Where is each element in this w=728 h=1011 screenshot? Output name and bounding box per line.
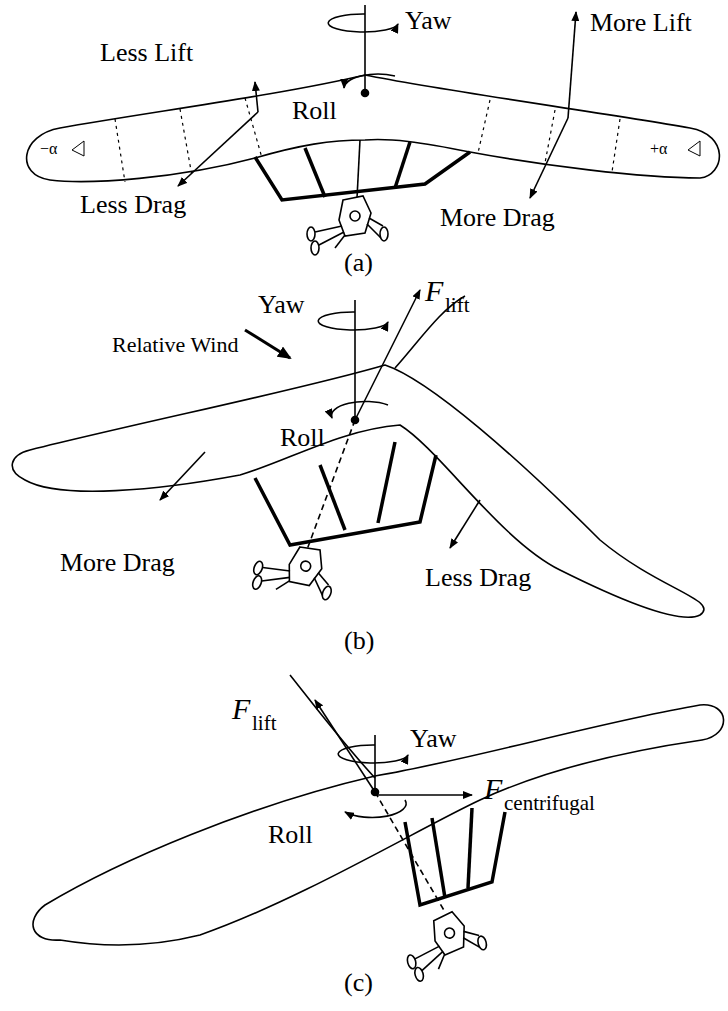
angle-label: −α xyxy=(40,141,57,157)
force-label: More Drag xyxy=(440,205,555,231)
wind-label: Relative Wind xyxy=(112,334,238,356)
panel-label: (a) xyxy=(344,250,373,276)
angle-label: +α xyxy=(650,141,667,157)
force-symbol: F xyxy=(484,774,502,804)
force-subscript: centrifugal xyxy=(504,793,595,814)
force-label: Less Lift xyxy=(100,40,193,66)
force-label: More Lift xyxy=(590,10,692,36)
force-subscript: lift xyxy=(445,295,470,316)
axis-label: Yaw xyxy=(258,292,305,318)
axis-label: Yaw xyxy=(410,726,457,752)
axis-label: Yaw xyxy=(405,8,452,34)
axis-label: Roll xyxy=(268,822,313,848)
force-subscript: lift xyxy=(252,713,277,734)
panel-label: (c) xyxy=(344,970,373,996)
axis-label: Roll xyxy=(292,98,337,124)
force-symbol: F xyxy=(232,694,250,724)
panel-label: (b) xyxy=(344,628,374,654)
force-label: Less Drag xyxy=(80,192,186,218)
force-label: Less Drag xyxy=(425,565,531,591)
axis-label: Roll xyxy=(280,425,325,451)
force-symbol: F xyxy=(425,276,443,306)
force-label: More Drag xyxy=(60,550,175,576)
